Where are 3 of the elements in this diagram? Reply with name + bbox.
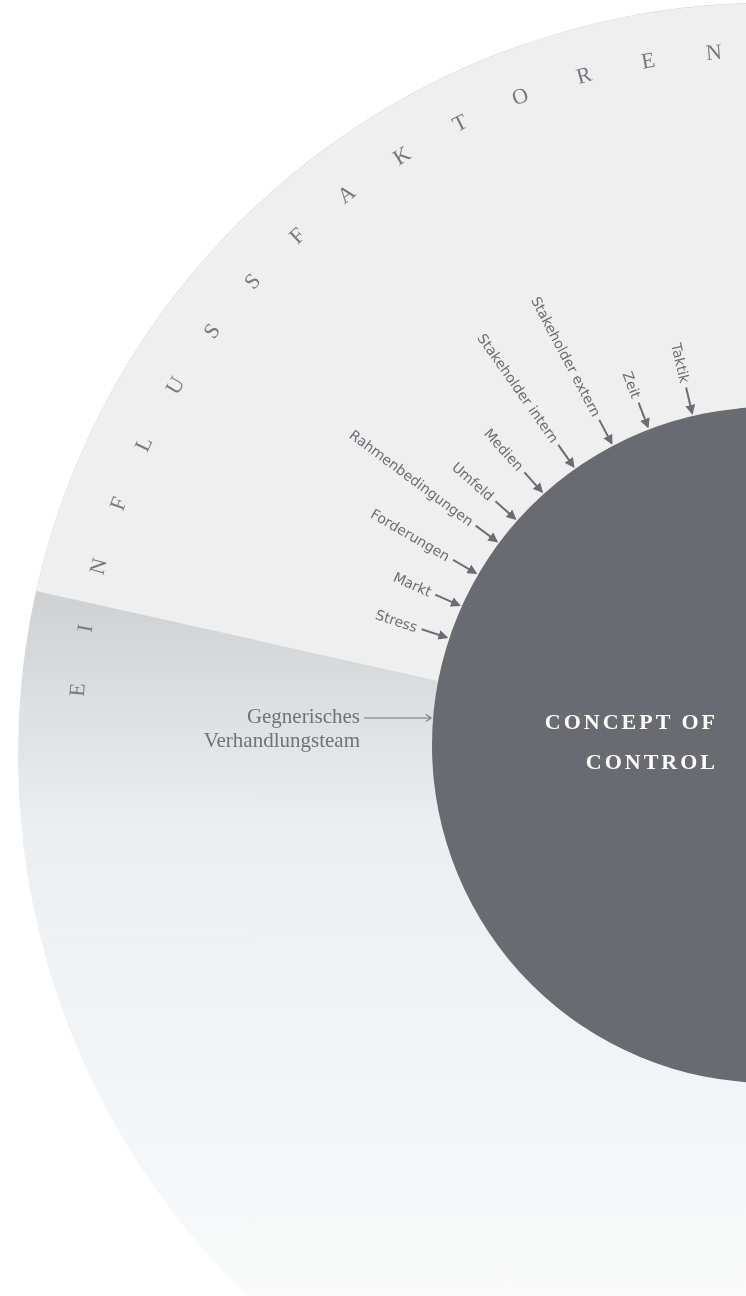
circle-title: CONCEPT OF CONTROL — [543, 708, 718, 776]
arrow — [363, 713, 432, 723]
team-label: Gegnerisches Verhandlungsteam — [140, 704, 360, 752]
